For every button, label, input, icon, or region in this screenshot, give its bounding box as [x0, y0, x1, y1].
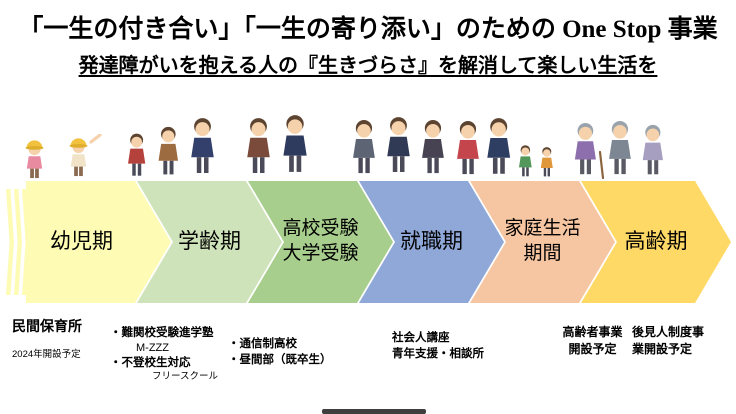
- cane-icon: [598, 150, 605, 180]
- stage-label-senior: 高齢期: [624, 230, 688, 254]
- stage-label-school-age: 学齢期: [178, 230, 241, 254]
- note-line-senior-business: 高齢者事業 開設予定: [562, 325, 623, 356]
- note-line-guardianship: 後見人制度事 業開設予定: [632, 325, 705, 356]
- note-exams: ・通信制高校 ・昼間部（既卒生）: [228, 336, 363, 368]
- lead-stripe-1: [6, 189, 14, 295]
- note-senior: 後見人制度事 業開設予定: [632, 324, 732, 358]
- note-school-age: ・難関校受験進学塾 M-ZZZ ・不登校生対応 フリースクール: [110, 325, 250, 384]
- lead-stripe-2: [14, 189, 22, 295]
- note-employment: 社会人講座 青年支援・相談所: [392, 330, 527, 362]
- note-line-cram-school: ・難関校受験進学塾: [110, 327, 214, 339]
- note-line-adult-course: 社会人講座: [392, 332, 450, 344]
- note-family-life: 高齢者事業 開設予定: [545, 324, 640, 358]
- family-icon: [457, 118, 553, 177]
- stage-label-employment: 就職期: [400, 230, 463, 254]
- students-icon: [247, 115, 307, 173]
- note-line-nursery-date: 2024年開設予定: [12, 349, 81, 360]
- stage-label-infancy: 幼児期: [50, 230, 113, 254]
- toddlers-icon: [25, 134, 102, 179]
- stage-label-exams: 高校受験 大学受験: [282, 218, 359, 264]
- note-line-youth-support: 青年支援・相談所: [392, 348, 484, 361]
- seniors-icon: [574, 121, 663, 180]
- school-children-icon: [128, 118, 214, 176]
- note-line-daytime-dept: ・昼間部（既卒生）: [228, 354, 332, 367]
- note-line-nursery: 民間保育所: [12, 318, 82, 334]
- slide-subtitle: 発達障がいを抱える人の『生きづらさ』を解消して楽しい生活を: [78, 55, 658, 77]
- stage-arrow-infancy: 幼児期: [26, 181, 171, 303]
- workers-icon: [353, 117, 444, 174]
- stage-label-family-life: 家庭生活 期間: [504, 218, 581, 264]
- slide-title: 「一生の付き合い」「一生の寄り添い」のための One Stop 事業: [18, 16, 718, 43]
- note-line-truancy-support: ・不登校生対応: [110, 357, 191, 370]
- note-line-cram-school-name: M-ZZZ: [136, 342, 169, 355]
- note-line-free-school: フリースクール: [152, 371, 219, 383]
- note-line-correspondence-hs: ・通信制高校: [228, 338, 297, 350]
- bottom-edge-mark: [322, 409, 426, 414]
- note-infancy: 民間保育所 2024年開設予定: [12, 316, 124, 360]
